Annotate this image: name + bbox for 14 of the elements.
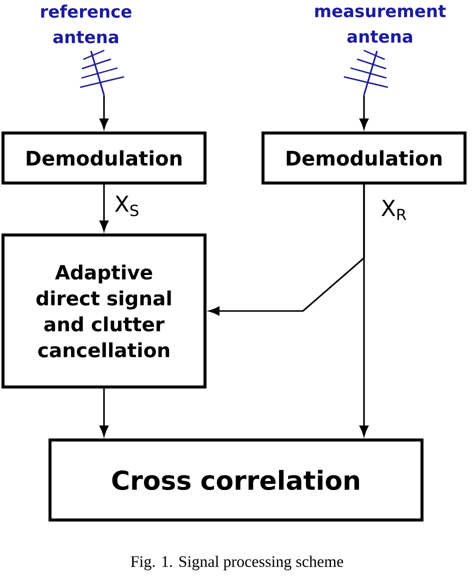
edge-label: X$_{S}$	[113, 194, 141, 218]
arrow	[100, 184, 108, 232]
arrow	[360, 95, 368, 130]
arrow	[360, 184, 368, 436]
process-box: Cross correlation	[48, 438, 424, 522]
process-box: Demodulation	[2, 132, 206, 184]
process-box: Demodulation	[262, 132, 466, 184]
arrow	[100, 95, 108, 130]
arrow	[100, 388, 108, 436]
antenna-label: reference antena	[41, 4, 132, 44]
process-box: Adaptive direct signal and clutter cancellation	[2, 234, 206, 388]
edge-label: X$_{R}$	[380, 198, 408, 222]
caption: Fig. 1. Signal processing scheme	[130, 556, 344, 570]
antenna-label: measurement antena	[315, 5, 446, 43]
